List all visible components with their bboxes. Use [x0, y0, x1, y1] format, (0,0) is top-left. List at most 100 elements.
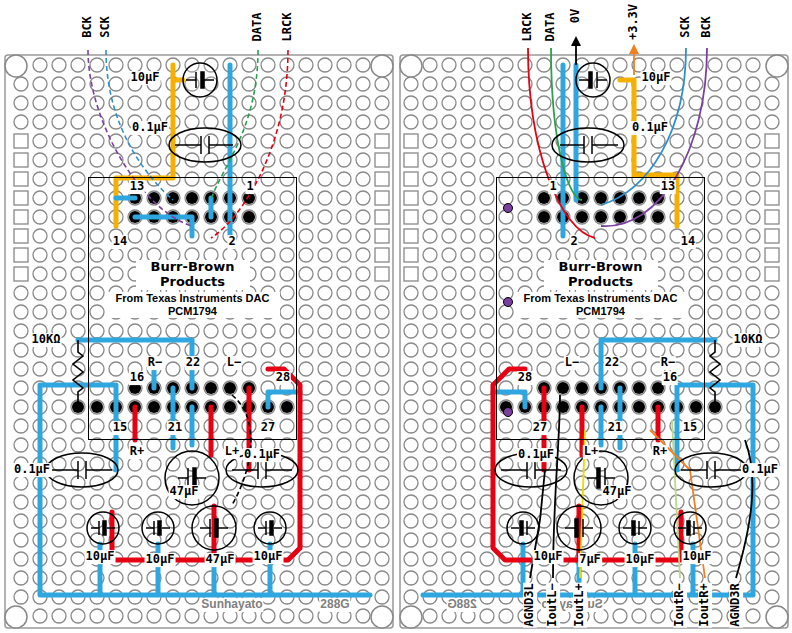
hole: [337, 514, 351, 528]
hole: [223, 381, 237, 395]
part-label: 14: [112, 235, 128, 249]
part-label: 10KΩ: [31, 333, 62, 347]
hole: [71, 77, 85, 91]
part-label: 7μF: [578, 553, 602, 567]
hole: [90, 609, 104, 623]
part-label: 28: [517, 371, 533, 385]
hole: [356, 571, 370, 585]
hole: [356, 115, 370, 129]
hole: [109, 115, 123, 129]
hole: [128, 571, 142, 585]
hole: [52, 514, 66, 528]
maker-name: Burr-Brown Products: [544, 260, 658, 290]
hole: [318, 115, 332, 129]
chip-pin: [91, 401, 103, 413]
part-label: 27: [260, 421, 276, 435]
hole: [52, 153, 66, 167]
hole: [318, 267, 332, 281]
hole: [337, 495, 351, 509]
hole: [337, 533, 351, 547]
part-label: 10KΩ: [733, 333, 764, 347]
hole: [337, 172, 351, 186]
hole: [52, 609, 66, 623]
board-maker-mark: 288G: [446, 598, 477, 612]
part-label: 15: [112, 421, 128, 435]
hole: [33, 210, 47, 224]
hole: [318, 476, 332, 490]
hole: [109, 495, 123, 509]
part-name: From Texas Instruments DAC PCM1794: [514, 292, 688, 318]
hole: [204, 476, 218, 490]
part-label: 28: [275, 371, 291, 385]
hole: [337, 191, 351, 205]
hole: [90, 400, 104, 414]
hole: [71, 438, 85, 452]
hole: [356, 324, 370, 338]
hole: [109, 248, 123, 262]
part-label: 15: [682, 421, 698, 435]
hole: [280, 191, 294, 205]
hole: [109, 134, 123, 148]
hole: [33, 191, 47, 205]
part-label: 13: [129, 180, 145, 194]
hole: [337, 286, 351, 300]
hole: [318, 58, 332, 72]
hole: [242, 58, 256, 72]
hole: [280, 343, 294, 357]
hole: [280, 457, 294, 471]
hole: [52, 77, 66, 91]
hole: [375, 514, 389, 528]
hole: [33, 305, 47, 319]
hole: [242, 96, 256, 110]
hole: [71, 191, 85, 205]
hole: [166, 362, 180, 376]
board-outline: [5, 55, 393, 628]
hole: [261, 324, 275, 338]
hole: [356, 400, 370, 414]
hole: [318, 305, 332, 319]
hole: [52, 134, 66, 148]
part-label: 47μF: [205, 553, 236, 567]
hole: [185, 533, 199, 547]
part-label: R+: [652, 445, 668, 459]
hole: [33, 362, 47, 376]
hole: [147, 229, 161, 243]
hole: [14, 115, 28, 129]
hole: [318, 400, 332, 414]
hole: [337, 457, 351, 471]
hole: [375, 476, 389, 490]
hole: [109, 58, 123, 72]
hole: [71, 153, 85, 167]
hole: [52, 58, 66, 72]
part-label: L+: [583, 445, 599, 459]
hole: [52, 191, 66, 205]
hole: [185, 571, 199, 585]
hole: [204, 229, 218, 243]
hole: [375, 324, 389, 338]
signal-name: SCK: [99, 15, 113, 39]
hole: [14, 305, 28, 319]
hole: [90, 438, 104, 452]
part-label: L+: [224, 445, 240, 459]
square-pad: [14, 191, 28, 205]
hole: [128, 324, 142, 338]
part-label: 22: [604, 356, 620, 370]
hole: [337, 552, 351, 566]
chip-pin: [224, 382, 236, 394]
hole: [299, 267, 313, 281]
hole: [280, 153, 294, 167]
part-label: 16: [129, 371, 145, 385]
hole: [318, 552, 332, 566]
hole: [109, 362, 123, 376]
hole: [356, 191, 370, 205]
part-label: 47μF: [602, 485, 633, 499]
part-label: 13: [660, 180, 676, 194]
hole: [261, 267, 275, 281]
hole: [299, 305, 313, 319]
hole: [14, 381, 28, 395]
hole: [337, 362, 351, 376]
hole: [90, 153, 104, 167]
hole: [356, 343, 370, 357]
signal-name: AGND3L: [523, 582, 537, 627]
hole: [375, 286, 389, 300]
